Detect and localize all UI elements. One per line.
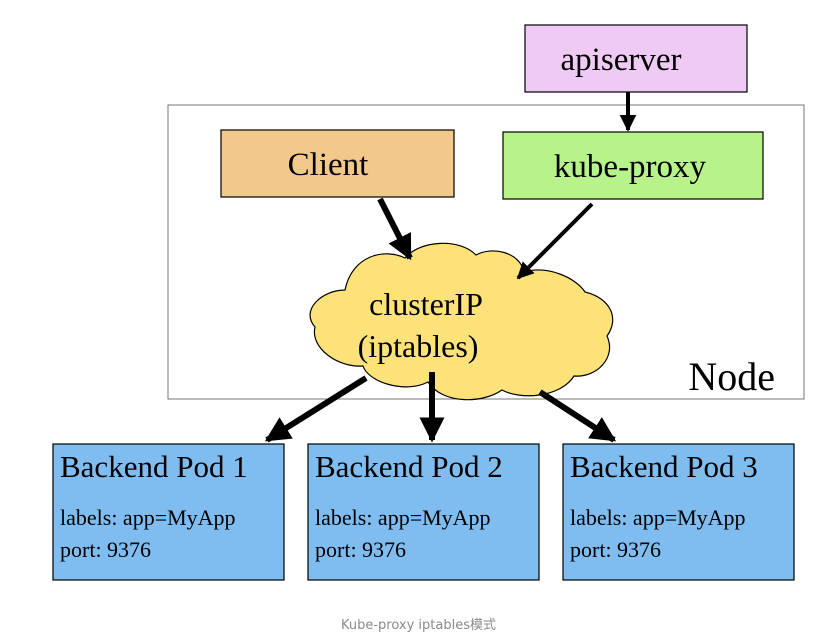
node-label: Node bbox=[688, 354, 775, 399]
backend-pod-2-port: port: 9376 bbox=[315, 537, 406, 562]
backend-pod-1-port: port: 9376 bbox=[60, 537, 151, 562]
kube-proxy-box bbox=[502, 131, 764, 200]
backend-pod-1-title: Backend Pod 1 bbox=[60, 449, 248, 484]
arrow-kube-proxy-to-cluster-ip bbox=[516, 202, 594, 280]
kube-proxy-label: kube-proxy bbox=[554, 149, 707, 185]
cluster-ip-label: clusterIP bbox=[369, 286, 483, 322]
backend-pod-3-box bbox=[562, 443, 795, 581]
figure-caption: Kube-proxy iptables模式 bbox=[340, 618, 496, 633]
backend-pod-3-port: port: 9376 bbox=[570, 537, 661, 562]
backend-pod-3-labels: labels: app=MyApp bbox=[570, 505, 746, 530]
client-box bbox=[220, 129, 455, 198]
backend-pod-1-labels: labels: app=MyApp bbox=[60, 505, 236, 530]
apiserver-label: apiserver bbox=[561, 42, 682, 78]
apiserver-box bbox=[524, 24, 748, 93]
backend-pod-2-labels: labels: app=MyApp bbox=[315, 505, 491, 530]
arrow-client-to-cluster-ip bbox=[377, 197, 413, 261]
backend-pod-2-title: Backend Pod 2 bbox=[315, 449, 503, 484]
arrow-cluster-ip-to-pod-3 bbox=[538, 389, 617, 443]
arrow-cluster-ip-to-pod-1 bbox=[264, 375, 368, 443]
cluster-ip-cloud bbox=[309, 242, 614, 401]
backend-pod-2-box bbox=[307, 443, 540, 581]
cluster-ip-sublabel: (iptables) bbox=[358, 328, 479, 364]
backend-pod-1-box bbox=[52, 443, 285, 581]
backend-pod-3-title: Backend Pod 3 bbox=[570, 449, 758, 484]
client-label: Client bbox=[288, 147, 369, 183]
